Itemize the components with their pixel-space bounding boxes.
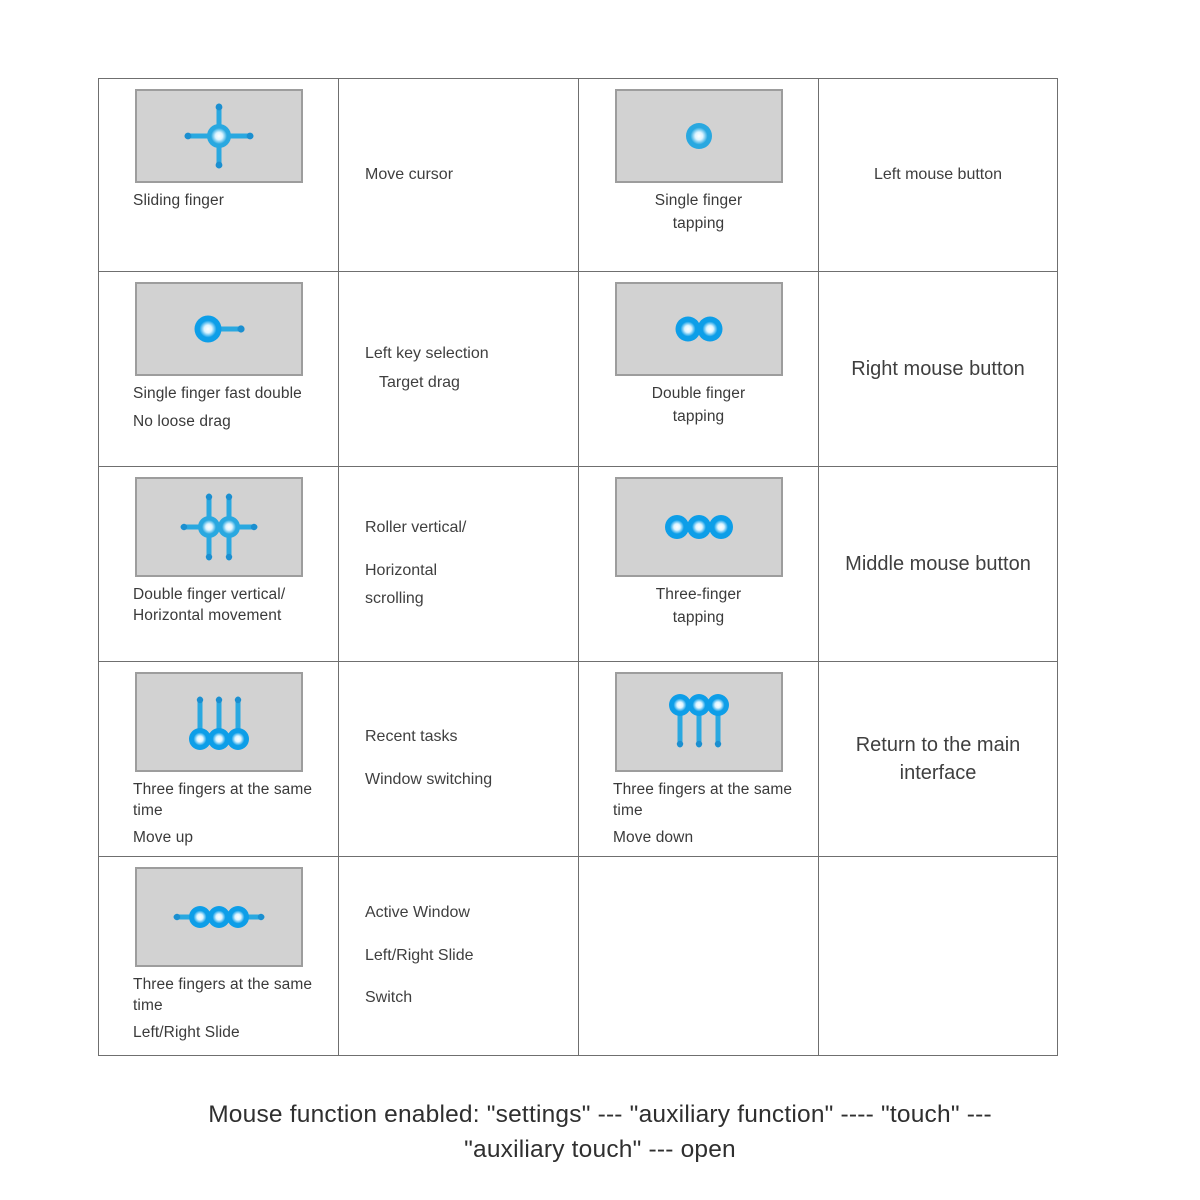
gesture-cell-single-finger-tapping: Single finger tapping [579,79,819,272]
gesture-cell-three-fingers-move-down: Three fingers at the same time Move down [579,662,819,857]
gesture-cell-three-fingers-slide: Three fingers at the same time Left/Righ… [99,857,339,1055]
dot-with-drag-line-icon [194,315,245,343]
gesture-sublabel: double [254,385,302,402]
touchpad-graphic [614,477,783,577]
description-line: Left/Right Slide [365,946,474,964]
gesture-caption: Sliding finger [99,183,338,212]
gesture-label: Sliding finger [133,192,225,209]
description-cell-active-window-switch: Active Window Left/Right Slide Switch [339,857,579,1055]
description-cell-recent-tasks: Recent tasks Window switching [339,662,579,857]
gesture-caption: Single finger fast double No loose drag [99,376,338,432]
gesture-cell-three-fingers-move-up: Three fingers at the same time Move up [99,662,339,857]
description-cell-roller-scrolling: Roller vertical/ Horizontal scrolling [339,467,579,662]
gesture-extralabel2: movement [208,606,282,624]
gesture-sublabel: the same time [133,781,313,819]
gesture-label: Three fingers at [133,781,244,798]
result-cell-middle-mouse-button: Middle mouse button [819,467,1057,662]
gesture-cell-three-finger-tapping: Three-finger tapping [579,467,819,662]
touchpad-graphic [134,867,303,967]
description-line: Window switching [365,771,493,788]
footer-caption-line-1: Mouse function enabled: "settings" --- "… [208,1101,992,1128]
gesture-reference-table: Sliding finger Move cursor Single finger [98,78,1058,1056]
gesture-extralabel: Horizontal [133,606,204,624]
gesture-cell-double-finger-tapping: Double finger tapping [579,272,819,467]
gesture-caption: Three fingers at the same time Move down [579,772,818,849]
result-cell-right-mouse-button: Right mouse button [819,272,1057,467]
touchpad-graphic [134,89,303,183]
touchpad-graphic [614,89,783,183]
gesture-extralabel: Left/Right Slide [133,1024,240,1042]
gesture-caption: Double finger vertical/ Horizontal movem… [99,577,338,626]
gesture-sublabel: tapping [672,608,725,626]
three-fingers-swipe-up-icon [188,696,249,750]
result-cell-return-to-main-interface: Return to the main interface [819,662,1057,857]
gesture-caption: Double finger tapping [579,376,818,427]
gesture-caption: Single finger tapping [579,183,818,234]
gesture-cell-sliding-finger: Sliding finger [99,79,339,272]
gesture-label: Three-finger [655,586,742,603]
touchpad-graphic [614,282,783,376]
gesture-caption: Three fingers at the same time Left/Righ… [99,967,338,1044]
gesture-sublabel: tapping [672,214,725,232]
description-line: Recent tasks [365,728,458,746]
gesture-caption: Three fingers at the same time Move up [99,772,338,849]
description-line: Active Window [365,903,470,921]
two-cross-arrows-icon [180,493,257,561]
result-label: Return to the main interface [855,734,1021,784]
description-line: Move cursor [365,165,454,183]
touchpad-graphic [614,672,783,772]
two-dots-icon [675,316,722,342]
touchpad-graphic [134,672,303,772]
result-label: Middle mouse button [845,553,1031,575]
description-line: Switch [365,989,413,1007]
gesture-sublabel: tapping [672,407,725,425]
gesture-label: Double finger [133,586,227,603]
three-fingers-swipe-down-icon [668,694,729,748]
gesture-caption: Three-finger tapping [579,577,818,628]
gesture-sublabel: the same time [133,976,313,1014]
footer-caption-line-2: "auxiliary touch" --- open [464,1135,736,1163]
description-line: Left key selection [365,345,489,363]
gesture-sublabel: the same time [613,781,793,819]
gesture-extralabel: No loose drag [133,412,231,430]
description-line: Target drag [379,374,460,391]
touchpad-graphic [134,282,303,376]
empty-cell [819,857,1057,1055]
gesture-label: Three fingers at [133,976,244,993]
three-fingers-slide-horizontal-icon [173,906,264,928]
gesture-label: Single finger fast [133,385,251,402]
empty-cell [579,857,819,1055]
description-line: Roller vertical/ [365,518,467,536]
description-line: scrolling [365,590,424,608]
description-cell-left-key-selection: Left key selection Target drag [339,272,579,467]
description-line: Horizontal [365,561,438,579]
gesture-sublabel: vertical/ [230,586,286,603]
gesture-cell-double-finger-movement: Double finger vertical/ Horizontal movem… [99,467,339,662]
gesture-label: Single finger [654,192,743,209]
result-cell-left-mouse-button: Left mouse button [819,79,1057,272]
footer-caption: Mouse function enabled: "settings" --- "… [0,1098,1200,1168]
result-label: Left mouse button [873,165,1003,183]
gesture-label: Double finger [651,385,746,402]
gesture-extralabel: Move up [133,829,194,847]
gesture-label: Three fingers at [613,781,724,798]
cross-arrows-one-dot-icon [184,103,253,169]
gesture-cell-single-finger-fast-double: Single finger fast double No loose drag [99,272,339,467]
touchpad-graphic [134,477,303,577]
description-cell-move-cursor: Move cursor [339,79,579,272]
result-label: Right mouse button [851,358,1025,380]
gesture-extralabel: Move down [613,829,694,847]
single-dot-icon [685,123,712,149]
three-dots-icon [664,515,733,539]
